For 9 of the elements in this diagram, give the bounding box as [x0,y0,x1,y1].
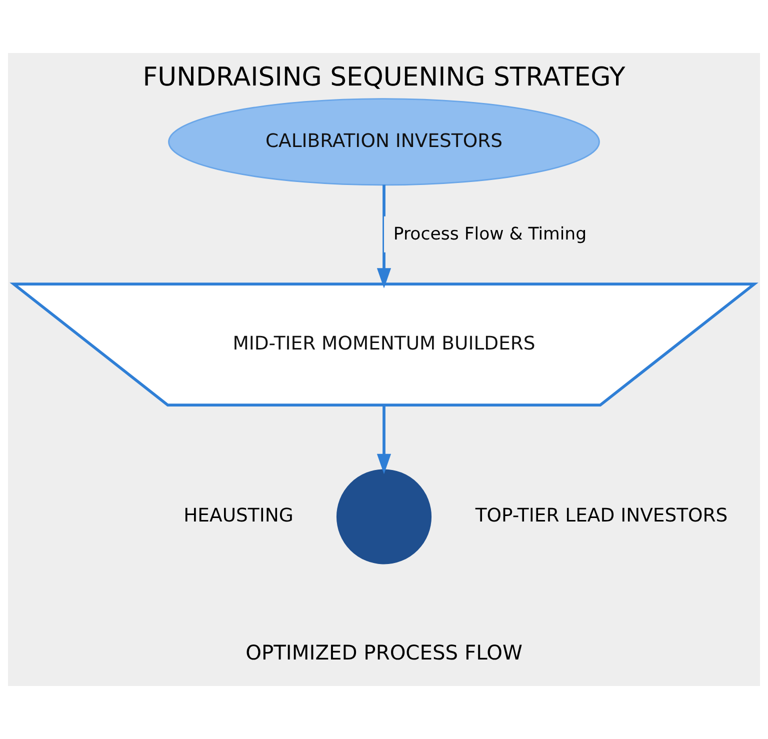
node-circle [336,469,432,564]
arrow [376,184,392,288]
diagram-title: FUNDRAISING SEQUENING STRATEGY [142,62,626,92]
edge-label: Process Flow & Timing [393,224,587,245]
label: TOP-TIER LEAD INVESTORS [475,506,728,527]
caption: OPTIMIZED PROCESS FLOW [246,640,522,665]
label: HEAUSTING [184,506,294,527]
node-ellipse: CALIBRATION INVESTORS [168,98,600,186]
arrow [376,405,392,474]
